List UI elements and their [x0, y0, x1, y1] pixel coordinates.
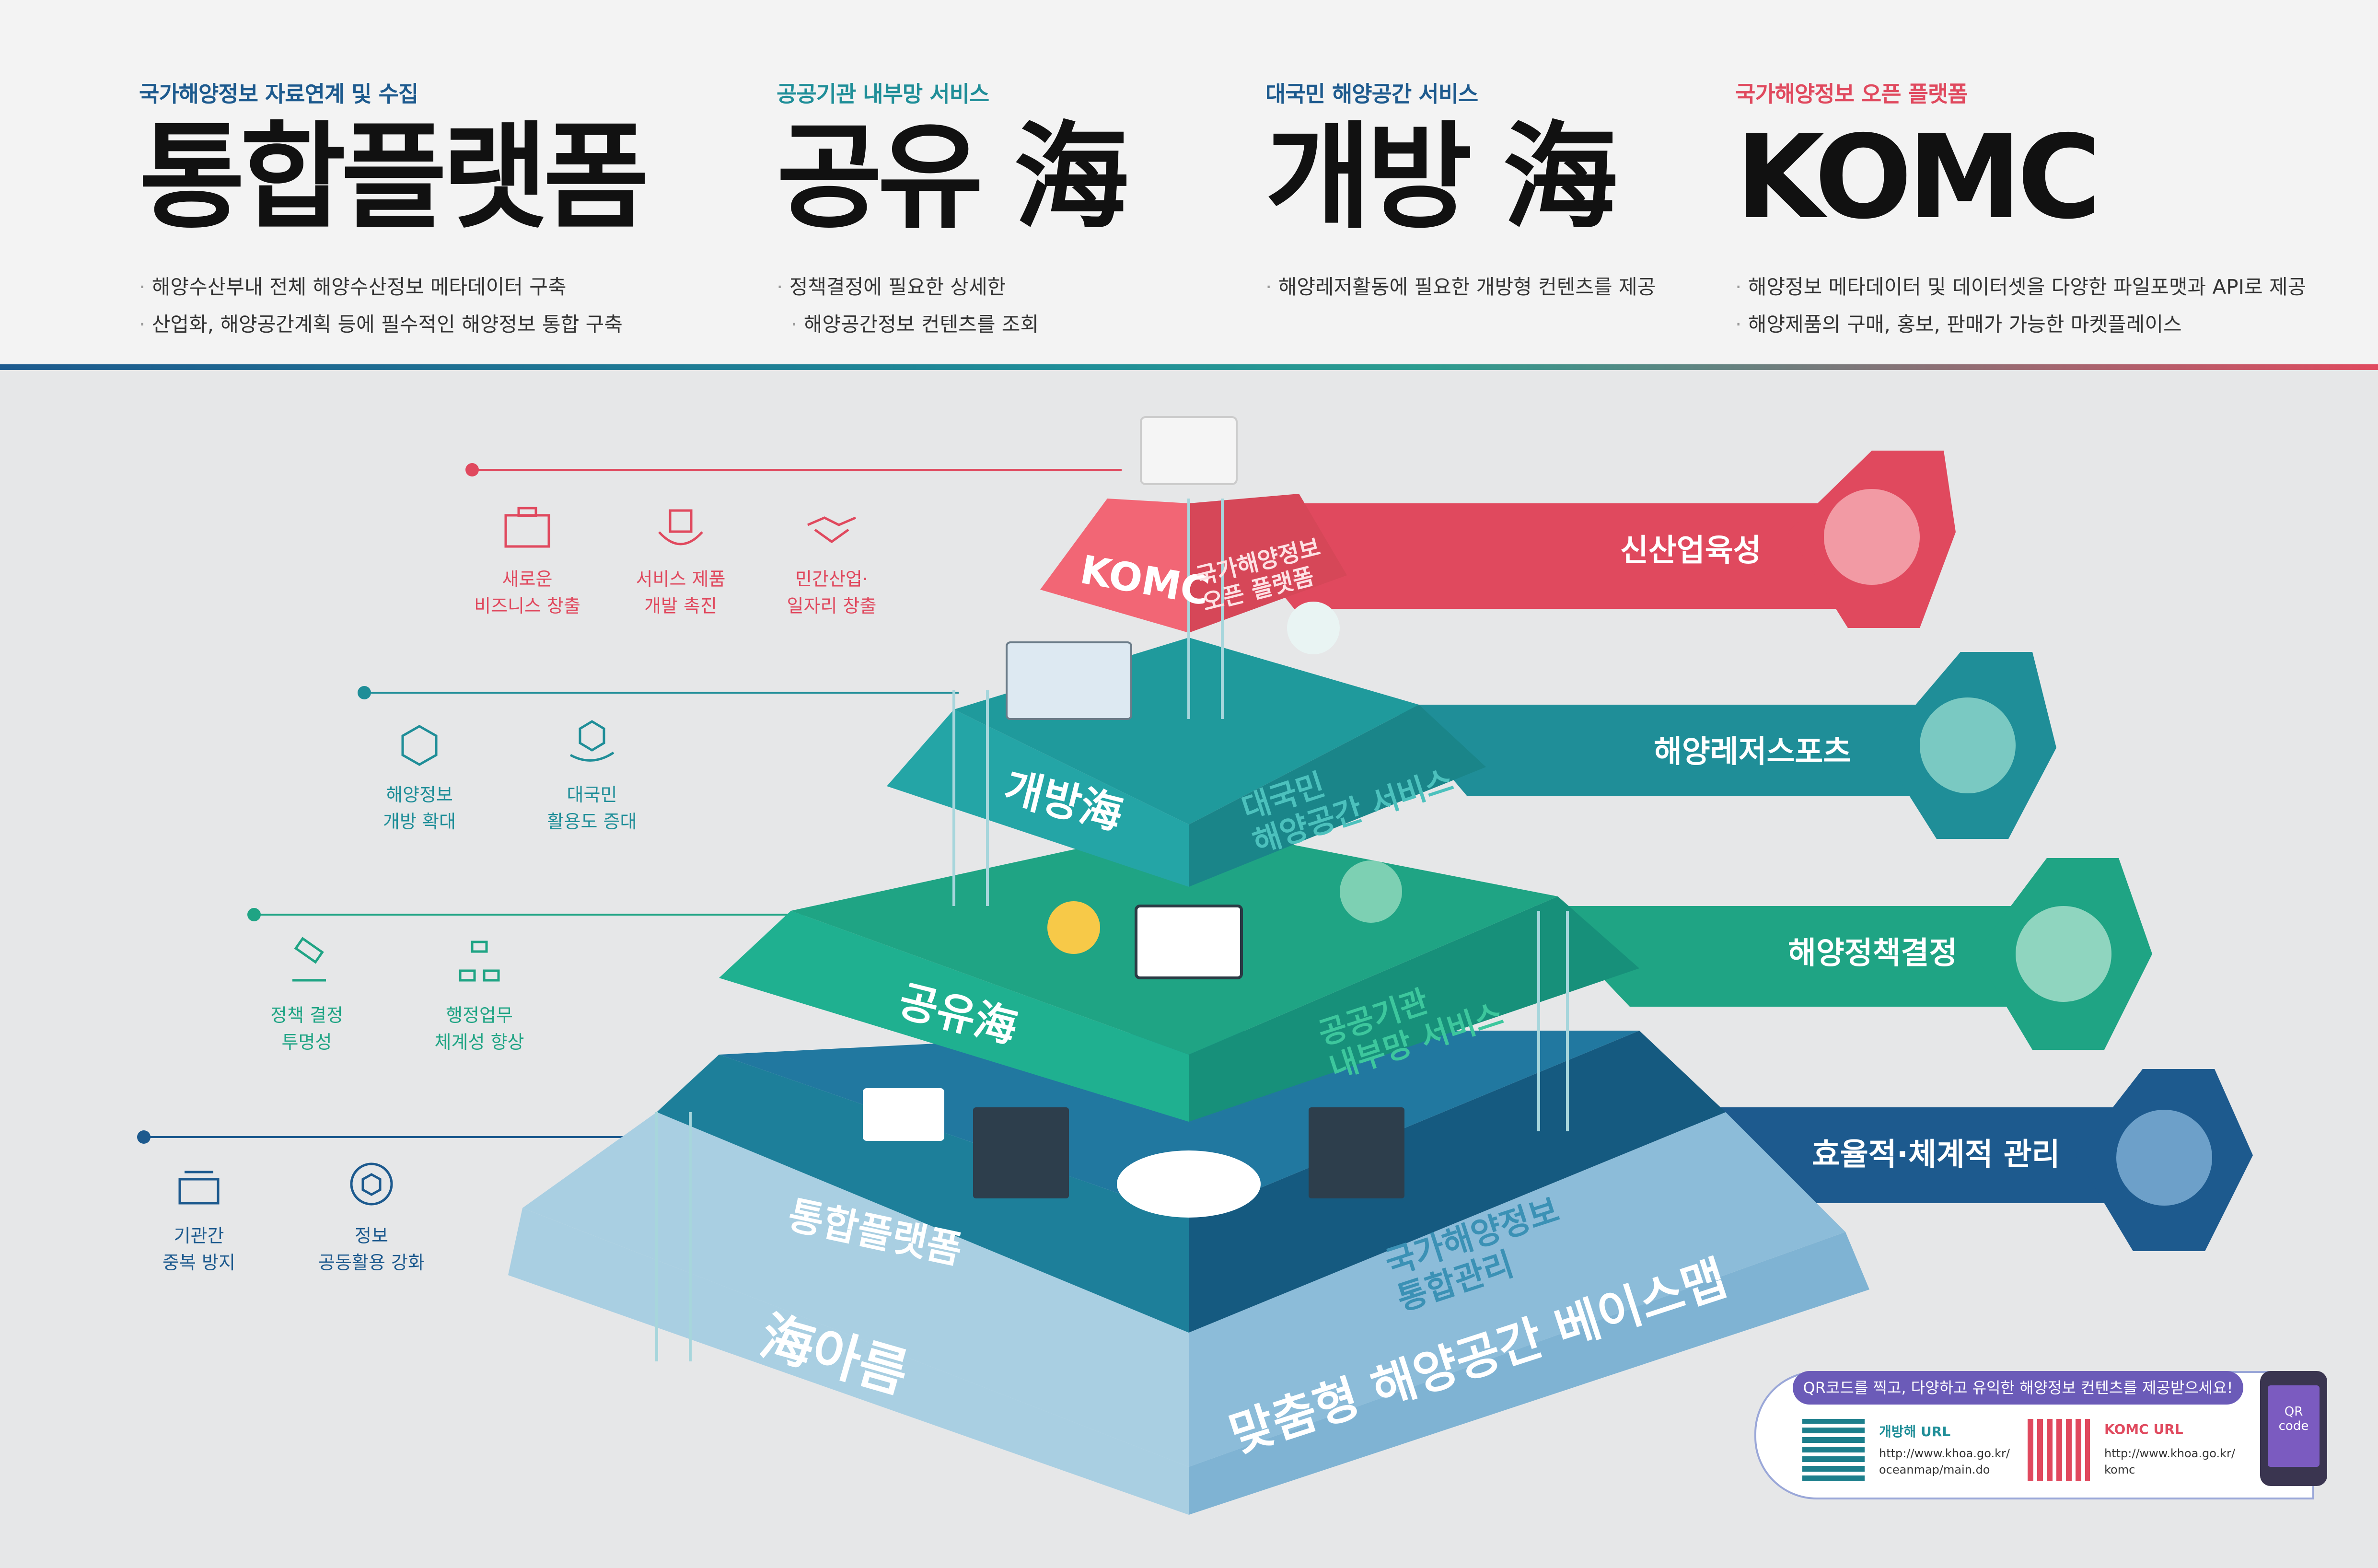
server-icon: [973, 1107, 1069, 1198]
org-chart-icon: [451, 935, 508, 992]
integrated-layer-top: [719, 1031, 1639, 1218]
user-avatar-icon: [1047, 901, 1100, 954]
column-bullet: 해양레저활동에 필요한 개방형 컨텐츠를 제공: [1265, 268, 1656, 306]
column-open-sea: 대국민 해양공간 서비스 개방 海 해양레저활동에 필요한 개방형 컨텐츠를 제…: [1265, 77, 1656, 306]
qr-banner: QR코드를 찍고, 다양하고 유익한 해양정보 컨텐츠를 제공받으세요!: [1793, 1371, 2243, 1405]
qr-code-open-sea[interactable]: [1802, 1419, 1865, 1481]
benefit-label: 기관간 중복 방지: [162, 1225, 235, 1273]
share-layer-right: [1189, 896, 1639, 1122]
benefit-label: 서비스 제품 개발 촉진: [636, 569, 726, 616]
ladder: [655, 499, 1569, 1361]
benefit-admin: 행정업무 체계성 향상: [403, 935, 556, 1056]
benefit-label: 해양정보 개방 확대: [383, 784, 456, 832]
hands-box-icon: [652, 499, 709, 556]
sailboat-icon: [1920, 697, 2016, 793]
qr-url-line: komc: [2104, 1463, 2135, 1476]
connector-dot: [358, 686, 371, 699]
desktop-icon: [1135, 905, 1243, 979]
benefit-new-business: 새로운 비즈니스 창출: [451, 499, 604, 619]
column-subtitle: 국가해양정보 자료연계 및 수집: [139, 81, 418, 107]
qr-url-line: http://www.khoa.go.kr/: [1879, 1447, 2010, 1460]
base-layer-left: [508, 1208, 1189, 1515]
komc-layer-left: [1040, 499, 1189, 633]
header-divider: [0, 364, 2378, 370]
connector-dot: [465, 463, 479, 476]
column-bullet: 해양수산부내 전체 해양수산정보 메타데이터 구축: [139, 268, 644, 306]
phone-screen-label: QR code: [2268, 1385, 2320, 1467]
connector-dot: [247, 908, 261, 921]
outcome-label: 효율적·체계적 관리: [1812, 1137, 2060, 1173]
ribbon-marine-policy: [1534, 906, 2037, 1007]
benefit-duplication: 기관간 중복 방지: [122, 1155, 276, 1276]
column-bullet: 해양제품의 구매, 홍보, 판매가 가능한 마켓플레이스: [1735, 306, 2306, 343]
cube-network-icon: [391, 714, 448, 772]
komc-layer-right: [1189, 494, 1347, 633]
cloud-icon: [1117, 1150, 1261, 1218]
outcome-label: 해양레저스포츠: [1654, 734, 1851, 770]
base-layer-right: [1189, 1232, 1869, 1515]
column-subtitle: 대국민 해양공간 서비스: [1265, 81, 1478, 107]
cycle-cube-icon: [343, 1155, 400, 1213]
benefit-label: 정책 결정 투명성: [270, 1005, 343, 1053]
briefcase-icon: [499, 499, 556, 556]
lightbulb-icon: [1824, 489, 1920, 585]
qr-url: http://www.khoa.go.kr/oceanmap/main.do: [1879, 1445, 2010, 1478]
benefit-transparency: 정책 결정 투명성: [230, 935, 383, 1056]
phone-icon: QR code: [2260, 1371, 2327, 1486]
column-bullet: 산업화, 해양공간계획 등에 필수적인 해양정보 통합 구축: [139, 306, 644, 343]
server-monitor-icon: [2116, 1110, 2212, 1206]
server-icon: [1309, 1107, 1404, 1198]
folder-transfer-icon: [170, 1155, 228, 1213]
gavel-icon: [278, 935, 336, 992]
column-title: KOMC: [1735, 110, 2101, 244]
column-komc: 국가해양정보 오픈 플랫폼 KOMC 해양정보 메타데이터 및 데이터셋을 다양…: [1735, 77, 2306, 343]
open-layer-right: [1189, 705, 1486, 887]
laptop-icon: [1006, 641, 1132, 720]
benefit-label: 대국민 활용도 증대: [547, 784, 637, 832]
qr-code-komc[interactable]: [2028, 1419, 2090, 1481]
column-bullet: 정책결정에 필요한 상세한: [777, 268, 1124, 306]
benefit-jobs: 민간산업· 일자리 창출: [755, 499, 908, 619]
integrated-layer-left: [657, 1055, 1189, 1333]
column-title: 개방 海: [1265, 110, 1618, 244]
benefit-label: 새로운 비즈니스 창출: [474, 569, 580, 616]
ribbon-marine-leisure: [1390, 705, 1941, 796]
qr-url-line: oceanmap/main.do: [1879, 1463, 1990, 1476]
benefit-product-dev: 서비스 제품 개발 촉진: [604, 499, 757, 619]
hand-cube-icon: [563, 714, 621, 772]
qr-url-line: http://www.khoa.go.kr/: [2104, 1447, 2235, 1460]
outcome-label: 해양정책결정: [1788, 936, 1957, 971]
qr-url: http://www.khoa.go.kr/komc: [2104, 1445, 2235, 1478]
column-title: 통합플랫폼: [139, 110, 649, 244]
qr-label: KOMC URL: [2104, 1421, 2183, 1437]
map-pin-icon: [1287, 602, 1340, 654]
integrated-layer-right: [1189, 1031, 1726, 1333]
open-layer-left: [887, 709, 1189, 887]
handshake-icon: [803, 499, 860, 556]
user-avatar-icon: [1340, 860, 1402, 923]
connector-dot: [137, 1130, 151, 1144]
benefit-label: 정보 공동활용 강화: [318, 1225, 425, 1273]
column-integrated-platform: 국가해양정보 자료연계 및 수집 통합플랫폼 해양수산부내 전체 해양수산정보 …: [139, 77, 649, 343]
chart-screen-icon: [863, 1088, 944, 1141]
column-subtitle: 공공기관 내부망 서비스: [777, 81, 989, 107]
ribbon-new-industry: [1208, 503, 1845, 609]
column-share-sea: 공공기관 내부망 서비스 공유 海 정책결정에 필요한 상세한해양공간정보 컨텐…: [777, 77, 1129, 343]
column-bullet: 해양공간정보 컨텐츠를 조회: [777, 306, 1124, 343]
base-layer-face-right: [1189, 1112, 1845, 1467]
column-bullet: 해양정보 메타데이터 및 데이터셋을 다양한 파일포맷과 API로 제공: [1735, 268, 2307, 306]
column-subtitle: 국가해양정보 오픈 플랫폼: [1735, 81, 1968, 107]
benefit-public-usage: 대국민 활용도 증대: [515, 714, 669, 835]
qr-label: 개방해 URL: [1879, 1424, 1951, 1440]
outcome-label: 신산업육성: [1620, 533, 1761, 569]
benefit-sharing: 정보 공동활용 강화: [295, 1155, 448, 1276]
column-title: 공유 海: [777, 110, 1129, 244]
benefit-label: 민간산업· 일자리 창출: [787, 569, 877, 616]
monitor-icon: [1140, 416, 1238, 485]
document-gavel-icon: [2016, 906, 2111, 1002]
share-layer-left: [719, 911, 1189, 1122]
benefit-label: 행정업무 체계성 향상: [434, 1005, 524, 1053]
benefit-open-expansion: 해양정보 개방 확대: [343, 714, 496, 835]
